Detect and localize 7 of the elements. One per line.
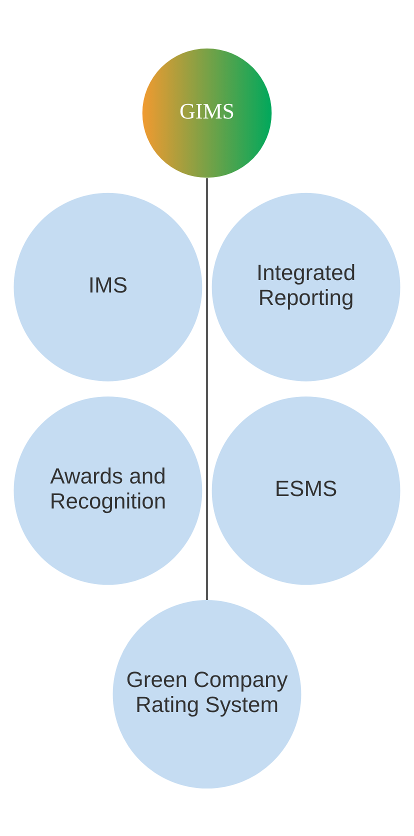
node-circle: ESMS [212,396,400,584]
node-circle: IMS [14,192,202,381]
node-circle: GIMS [142,48,272,178]
node-circle: Green Company Rating System [112,600,302,788]
connector [206,178,208,600]
node-circle: Awards and Recognition [14,396,202,584]
node-circle: Integrated Reporting [212,192,400,381]
